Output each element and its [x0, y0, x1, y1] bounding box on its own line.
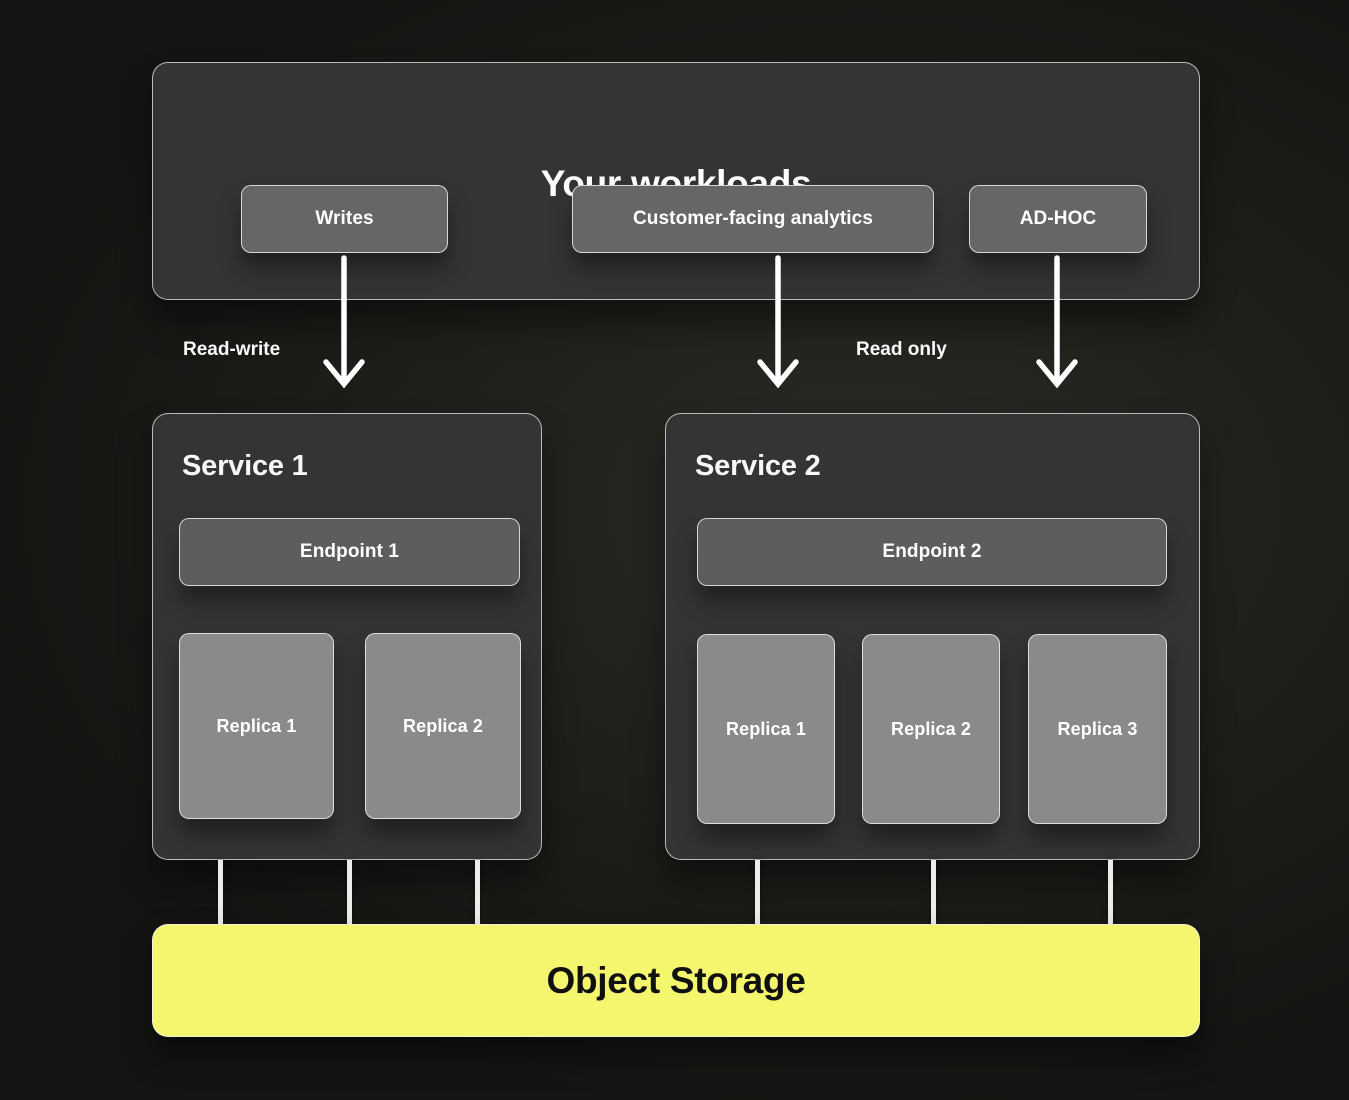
workload-writes-label: Writes	[315, 208, 374, 229]
storage-connector	[218, 860, 223, 925]
storage-connector	[755, 860, 760, 925]
workload-analytics-label: Customer-facing analytics	[632, 208, 874, 229]
read-only-label: Read only	[856, 339, 947, 360]
storage-connector	[1108, 860, 1113, 925]
object-storage-label: Object Storage	[546, 959, 806, 1001]
service-1-panel: Service 1 Endpoint 1 Replica 1 Replica 2	[152, 413, 542, 860]
workload-adhoc-label: AD-HOC	[1019, 208, 1097, 229]
service-1-endpoint-label: Endpoint 1	[299, 541, 400, 562]
read-only-arrow-analytics	[757, 255, 799, 389]
storage-connector	[475, 860, 480, 925]
workload-adhoc-box: AD-HOC	[969, 185, 1147, 253]
service-2-replica-1-label: Replica 1	[726, 718, 806, 739]
storage-connector	[931, 860, 936, 925]
workload-writes-box: Writes	[241, 185, 448, 253]
service-2-replica-3-label: Replica 3	[1057, 718, 1138, 739]
service-1-replica-2-box: Replica 2	[365, 633, 521, 819]
service-2-replica-1-box: Replica 1	[697, 634, 835, 824]
read-write-arrow	[323, 255, 365, 389]
service-1-replica-1-label: Replica 1	[216, 715, 297, 736]
service-1-title: Service 1	[182, 450, 308, 482]
object-storage-box: Object Storage	[152, 924, 1200, 1037]
workloads-panel: Your workloads Writes Customer-facing an…	[152, 62, 1200, 300]
service-2-title: Service 2	[695, 450, 821, 482]
service-1-endpoint-box: Endpoint 1	[179, 518, 520, 586]
service-2-replica-3-box: Replica 3	[1028, 634, 1167, 824]
service-1-replica-2-label: Replica 2	[403, 715, 483, 736]
service-2-replica-2-box: Replica 2	[862, 634, 1000, 824]
storage-connector	[347, 860, 352, 925]
read-only-arrow-adhoc	[1036, 255, 1078, 389]
workload-analytics-box: Customer-facing analytics	[572, 185, 934, 253]
service-2-endpoint-box: Endpoint 2	[697, 518, 1167, 586]
service-2-panel: Service 2 Endpoint 2 Replica 1 Replica 2…	[665, 413, 1200, 860]
service-1-replica-1-box: Replica 1	[179, 633, 334, 819]
read-write-label: Read-write	[183, 339, 281, 360]
service-2-endpoint-label: Endpoint 2	[882, 541, 982, 562]
service-2-replica-2-label: Replica 2	[891, 718, 971, 739]
